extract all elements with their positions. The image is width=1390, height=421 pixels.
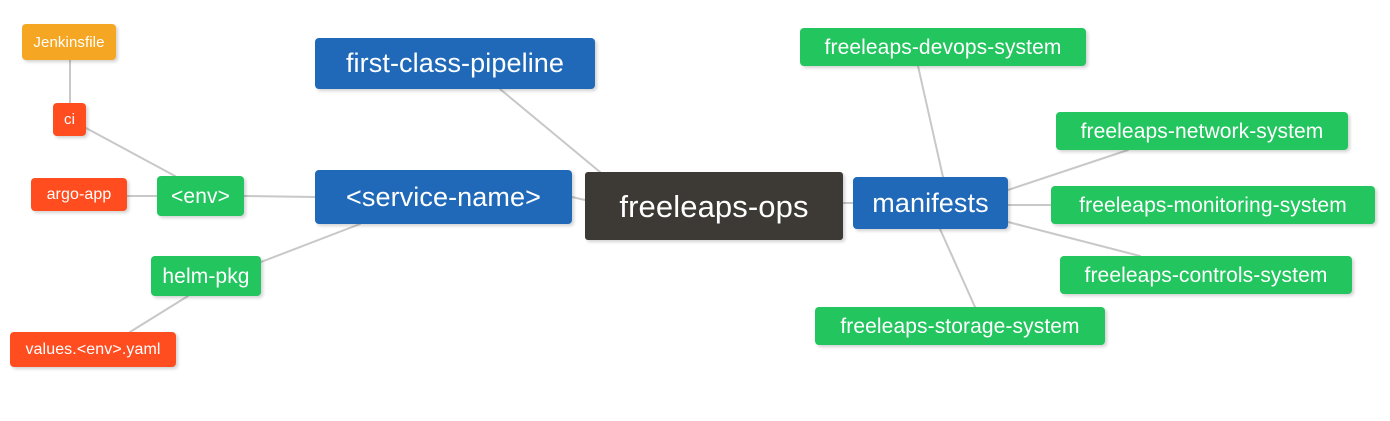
node-manifests[interactable]: manifests	[853, 177, 1008, 229]
edge-service-name-to-freeleaps-ops	[571, 196, 586, 201]
edge-helm-pkg-to-service-name	[260, 223, 361, 263]
edge-env-to-service-name	[243, 195, 316, 198]
edge-values-yaml-to-helm-pkg	[129, 295, 189, 333]
edge-manifests-to-freeleaps-network-system	[1007, 149, 1129, 191]
node-freeleaps-network-system[interactable]: freeleaps-network-system	[1056, 112, 1348, 150]
node-argo-app[interactable]: argo-app	[31, 178, 127, 211]
node-jenkinsfile[interactable]: Jenkinsfile	[22, 24, 116, 60]
node-freeleaps-devops-system[interactable]: freeleaps-devops-system	[800, 28, 1086, 66]
edge-manifests-to-freeleaps-controls-system	[1007, 221, 1141, 257]
node-freeleaps-monitoring-system[interactable]: freeleaps-monitoring-system	[1051, 186, 1375, 224]
node-helm-pkg[interactable]: helm-pkg	[151, 256, 261, 296]
edge-manifests-to-freeleaps-storage-system	[939, 228, 976, 308]
node-ci[interactable]: ci	[53, 103, 86, 136]
edge-ci-to-env	[85, 127, 176, 177]
node-freeleaps-storage-system[interactable]: freeleaps-storage-system	[815, 307, 1105, 345]
node-env[interactable]: <env>	[157, 176, 244, 216]
node-values-yaml[interactable]: values.<env>.yaml	[10, 332, 176, 367]
node-freeleaps-ops[interactable]: freeleaps-ops	[585, 172, 843, 240]
node-first-class-pipeline[interactable]: first-class-pipeline	[315, 38, 595, 89]
node-service-name[interactable]: <service-name>	[315, 170, 572, 224]
node-freeleaps-controls-system[interactable]: freeleaps-controls-system	[1060, 256, 1352, 294]
edge-manifests-to-freeleaps-devops-system	[917, 65, 944, 178]
edge-first-class-pipeline-to-freeleaps-ops	[499, 88, 601, 173]
